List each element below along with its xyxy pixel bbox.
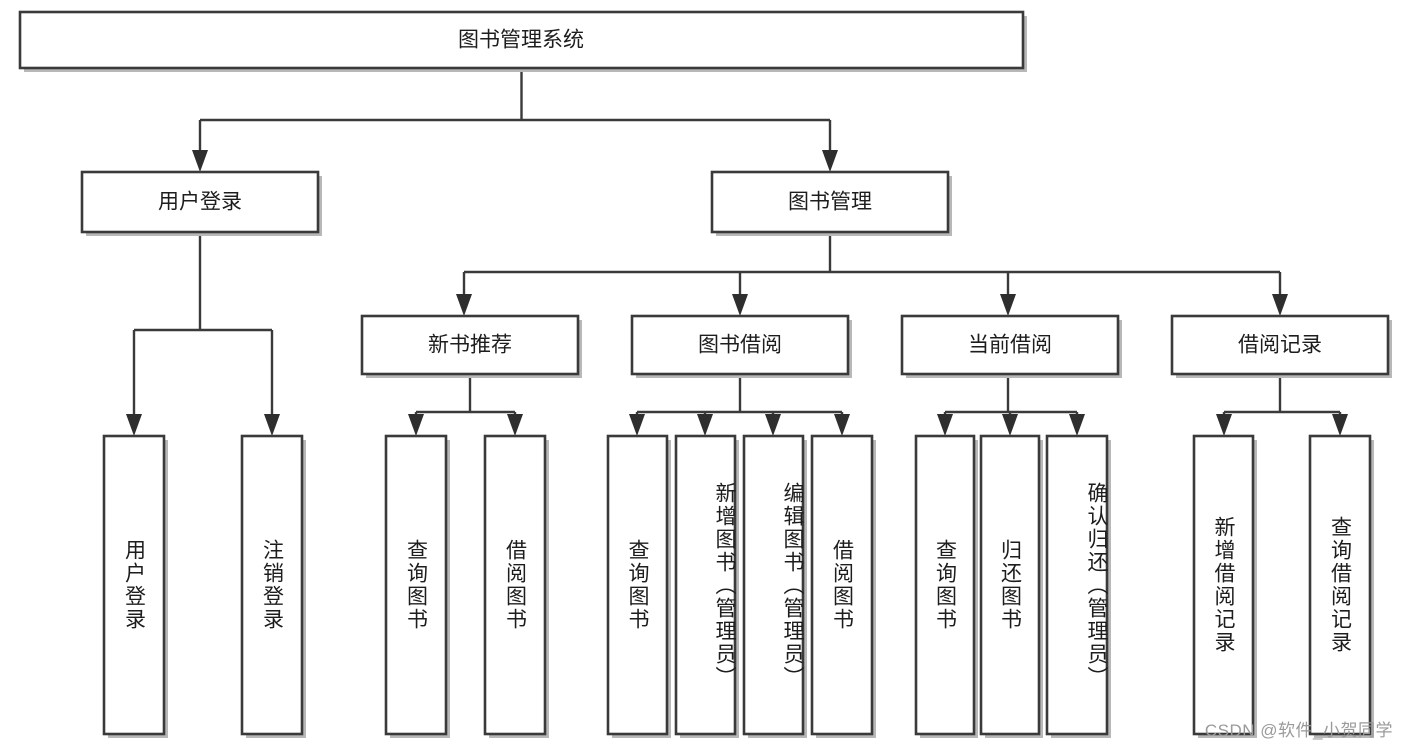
connector-group [126,68,1348,436]
node-box-leaf-logout[interactable] [240,434,304,736]
arrow-head-leaf-query-book-borrow [629,414,645,436]
node-box-leaf-query-book-rec[interactable] [384,434,448,736]
watermark-text: CSDN @软件_小贺同学 [1204,721,1393,740]
node-box-leaf-borrow-book-rec[interactable] [483,434,547,736]
arrow-head-leaf-confirm-return [1069,414,1085,436]
label-user-login: 用户登录 [158,191,242,214]
node-box-leaf-edit-book[interactable] [742,434,805,736]
arrow-head-leaf-query-book-rec [408,414,424,436]
arrow-head-current-borrow [1000,294,1016,316]
label-borrow-record: 借阅记录 [1238,334,1322,357]
node-box-leaf-borrow-book[interactable] [810,434,874,736]
node-box-book-management[interactable] [710,170,950,234]
arrow-head-leaf-query-record [1332,414,1348,436]
node-box-root[interactable] [18,10,1025,70]
arrow-head-borrow-record [1272,294,1288,316]
horizontal-labels: 图书管理系统 用户登录 图书管理 新书推荐 图书借阅 当前借阅 借阅记录 [158,29,1322,357]
label-new-book-recommend: 新书推荐 [428,334,512,357]
node-box-leaf-query-book-current[interactable] [914,434,976,736]
arrow-head-leaf-query-book-current [937,414,953,436]
arrow-head-leaf-return-book [1002,414,1018,436]
arrow-head-leaf-logout [264,414,280,436]
arrow-head-leaf-add-book [697,414,713,436]
arrow-head-book-borrow [732,294,748,316]
node-box-borrow-record[interactable] [1170,314,1390,376]
node-box-leaf-add-book[interactable] [674,434,737,736]
node-box-leaf-add-record[interactable] [1192,434,1255,736]
node-box-current-borrow[interactable] [900,314,1120,376]
node-box-leaf-user-login[interactable] [102,434,166,736]
arrow-head-leaf-borrow-book-rec [507,414,523,436]
node-box-user-login[interactable] [80,170,320,234]
arrow-head-new-book-recommend [456,294,472,316]
node-box-leaf-query-book-borrow[interactable] [606,434,669,736]
label-book-management: 图书管理 [788,191,872,214]
arrow-head-leaf-add-record [1216,414,1232,436]
arrow-head-leaf-user-login [126,414,142,436]
node-box-new-book-recommend[interactable] [360,314,580,376]
node-box-leaf-confirm-return[interactable] [1045,434,1109,736]
node-box-leaf-return-book[interactable] [979,434,1041,736]
arrow-head-leaf-edit-book [765,414,781,436]
label-current-borrow: 当前借阅 [968,334,1052,357]
arrow-head-book-management [822,150,838,172]
label-book-borrow: 图书借阅 [698,334,782,357]
label-root: 图书管理系统 [458,29,584,52]
arrow-head-leaf-borrow-book [834,414,850,436]
node-boxes [18,10,1392,738]
node-box-book-borrow[interactable] [630,314,850,376]
arrow-head-user-login [192,150,208,172]
node-box-leaf-query-record[interactable] [1308,434,1372,736]
